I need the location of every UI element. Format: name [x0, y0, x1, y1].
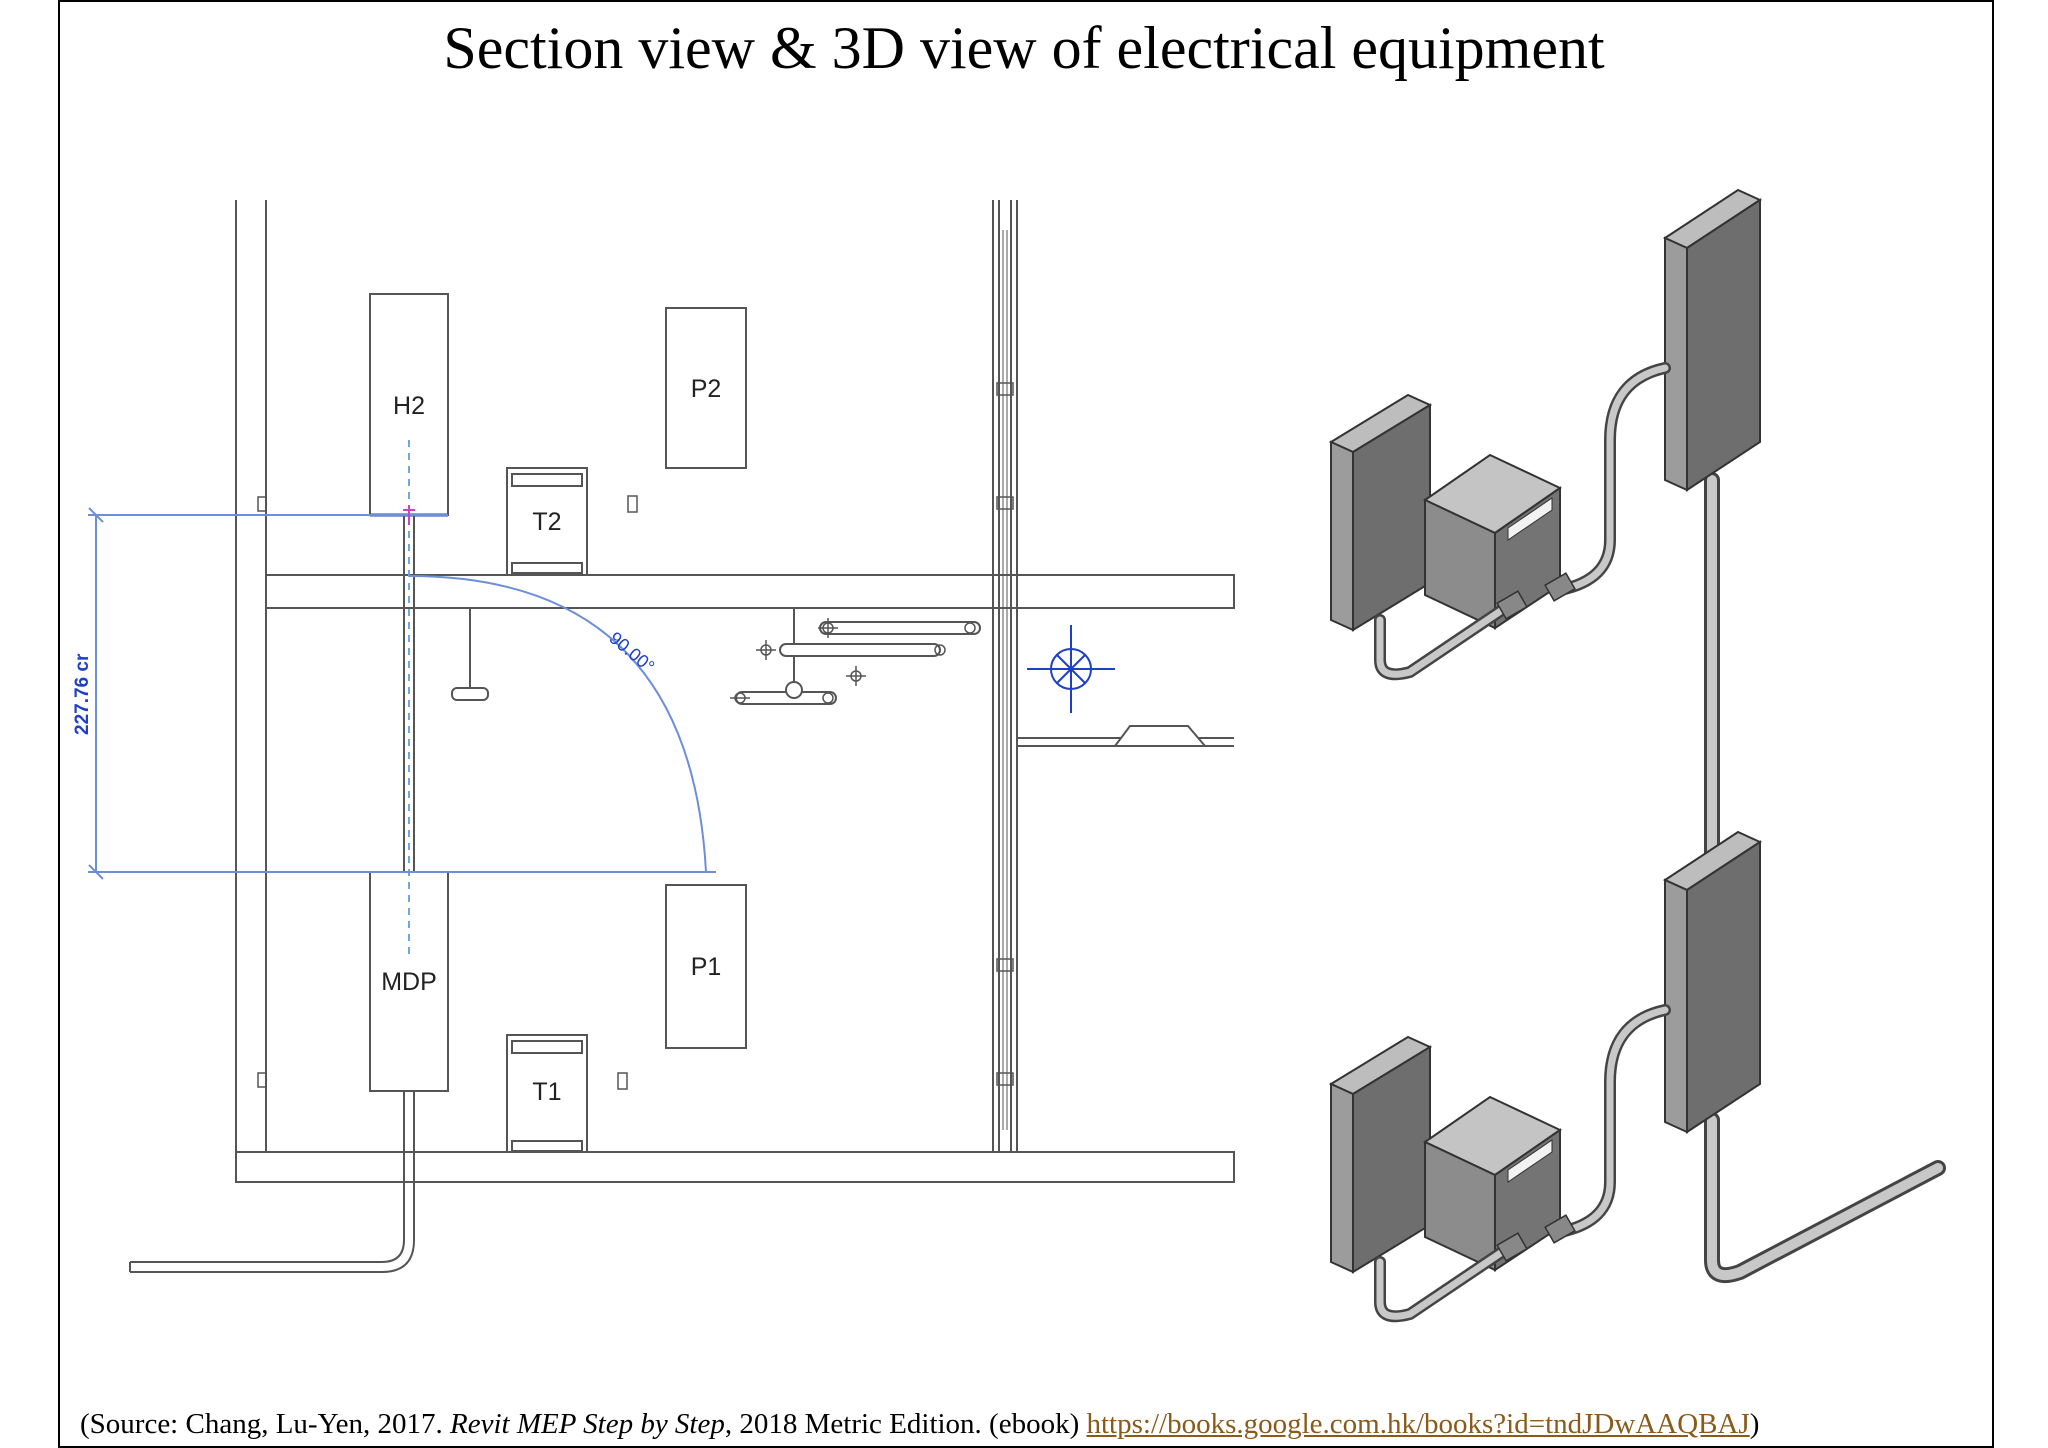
transformer-3d-upper — [1423, 453, 1562, 630]
caption-book-title: Revit MEP Step by Step — [450, 1408, 725, 1440]
panel-3d-left-lower — [1328, 1035, 1433, 1274]
caption-prefix: (Source: Chang, Lu-Yen, 2017. — [80, 1408, 450, 1440]
label-h2: H2 — [393, 392, 425, 420]
panel-p2 — [665, 307, 747, 469]
label-t1: T1 — [532, 1078, 561, 1106]
riser-conduit — [403, 440, 415, 960]
feeder-conduit — [129, 1091, 415, 1273]
transformer-t1 — [506, 1034, 628, 1153]
branch-conduits-3d-upper — [1374, 362, 1671, 681]
source-caption: (Source: Chang, Lu-Yen, 2017. Revit MEP … — [80, 1408, 1759, 1441]
figure-title: Section view & 3D view of electrical equ… — [443, 15, 1605, 81]
panel-h2 — [369, 293, 449, 517]
panel-p1 — [665, 884, 747, 1049]
crosshair-marker — [1027, 625, 1115, 713]
panel-3d-lower — [1662, 830, 1763, 1134]
panel-3d-upper — [1662, 188, 1763, 492]
label-t2: T2 — [532, 508, 561, 536]
label-mdp: MDP — [381, 968, 437, 996]
branch-conduits-3d-lower — [1374, 1004, 1671, 1323]
caption-middle: , 2018 Metric Edition. (ebook) — [724, 1408, 1087, 1440]
dimension-label: 227.76 cr — [72, 653, 93, 735]
upper-floor-slab — [265, 574, 1235, 609]
ceiling-beam — [1017, 725, 1234, 747]
vertical-dimension — [88, 505, 716, 880]
label-p1: P1 — [691, 953, 722, 981]
panel-3d-left-upper — [1328, 393, 1433, 632]
source-link[interactable]: https://books.google.com.hk/books?id=tnd… — [1086, 1408, 1750, 1440]
angle-label: 90.00° — [605, 628, 658, 677]
transformer-3d-lower — [1423, 1095, 1562, 1272]
pendant-fixture — [451, 608, 489, 701]
right-wall — [992, 200, 1018, 1152]
transformer-t2 — [506, 467, 638, 576]
ceiling-fixtures — [730, 608, 981, 705]
left-wall — [235, 200, 267, 1160]
exit-conduit-3d — [1704, 1112, 1946, 1283]
isometric-view — [1328, 188, 1946, 1323]
label-p2: P2 — [691, 375, 722, 403]
lower-floor-slab — [235, 1151, 1235, 1183]
section-view — [129, 200, 1235, 1273]
caption-suffix: ) — [1749, 1408, 1760, 1440]
